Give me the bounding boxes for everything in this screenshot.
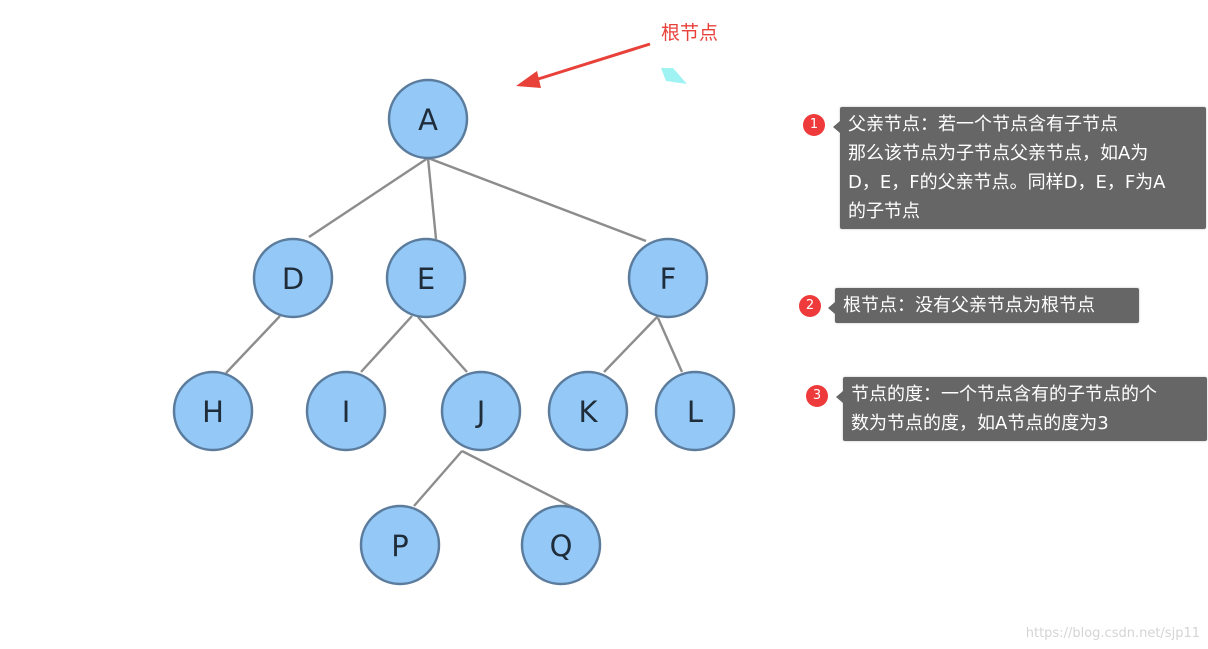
node-circle-h [172, 370, 254, 452]
tree-node-k: K [547, 370, 629, 452]
node-circle-e [385, 237, 467, 319]
edge-e-j [417, 316, 468, 373]
edge-j-q [461, 449, 575, 510]
callout-node-degree: 节点的度：一个节点含有的子节点的个 数为节点的度，如A节点的度为3 [836, 377, 1207, 441]
node-circle-j [440, 370, 522, 452]
edge-j-p [413, 450, 463, 507]
callout-3-line-1: 节点的度：一个节点含有的子节点的个 [851, 384, 1157, 405]
edge-a-d [308, 157, 429, 238]
tree-node-l: L [654, 370, 736, 452]
edge-e-i [360, 315, 413, 373]
node-circle-l [654, 370, 736, 452]
callout-1-line-1: 父亲节点：若一个节点含有子节点 [848, 114, 1118, 135]
node-label-q: Q [550, 529, 573, 563]
callout-1-line-2: 那么该节点为子节点父亲节点，如A为 [848, 143, 1149, 164]
node-circle-i [305, 370, 387, 452]
node-label-h: H [202, 395, 224, 429]
node-label-k: K [578, 395, 598, 429]
root-arrow-head [516, 71, 541, 88]
tree-node-h: H [172, 370, 254, 452]
watermark: https://blog.csdn.net/sjp11 [1025, 626, 1200, 641]
edge-a-f [427, 156, 647, 243]
edge-f-l [656, 317, 684, 373]
node-circle-f [627, 237, 709, 319]
node-label-l: L [687, 395, 703, 429]
callout-1-line-3: D，E，F的父亲节点。同样D，E，F为A [848, 172, 1166, 193]
callout-parent-node: 父亲节点：若一个节点含有子节点 那么该节点为子节点父亲节点，如A为 D，E，F的… [833, 107, 1206, 229]
callout-2-line-1: 根节点：没有父亲节点为根节点 [843, 295, 1095, 316]
tree-node-e: E [385, 237, 467, 319]
node-label-i: I [342, 395, 351, 429]
tree-node-d: D [252, 237, 334, 319]
node-label-a: A [418, 103, 438, 137]
node-circle-d [252, 237, 334, 319]
node-circle-q [520, 504, 602, 586]
annotation-layer [516, 42, 687, 88]
node-label-e: E [417, 262, 435, 296]
node-label-p: P [391, 529, 409, 563]
node-circle-a [387, 78, 469, 160]
edge-a-e [426, 157, 438, 240]
tree-node-p: P [359, 504, 441, 586]
callout-badge-1: 1 [803, 114, 825, 136]
cyan-cursor-mark [661, 68, 687, 84]
root-annotation-label: 根节点 [661, 22, 719, 44]
callout-root-node: 根节点：没有父亲节点为根节点 [828, 288, 1139, 323]
edges-layer [225, 156, 684, 510]
tree-node-i: I [305, 370, 387, 452]
node-circle-k [547, 370, 629, 452]
nodes-layer: A D E F H I J K L P Q [172, 78, 736, 586]
node-label-d: D [282, 262, 304, 296]
node-label-j: J [475, 395, 486, 429]
callout-badge-2: 2 [799, 295, 821, 317]
edge-d-h [225, 315, 281, 374]
tree-node-f: F [627, 237, 709, 319]
tree-node-q: Q [520, 504, 602, 586]
tree-node-j: J [440, 370, 522, 452]
root-arrow-shaft [534, 42, 651, 82]
callout-3-line-2: 数为节点的度，如A节点的度为3 [851, 413, 1109, 434]
callout-badge-3: 3 [806, 385, 828, 407]
edge-f-k [603, 315, 659, 373]
callout-1-line-4: 的子节点 [848, 201, 920, 222]
node-circle-p [359, 504, 441, 586]
node-label-f: F [660, 262, 677, 296]
tree-node-a: A [387, 78, 469, 160]
